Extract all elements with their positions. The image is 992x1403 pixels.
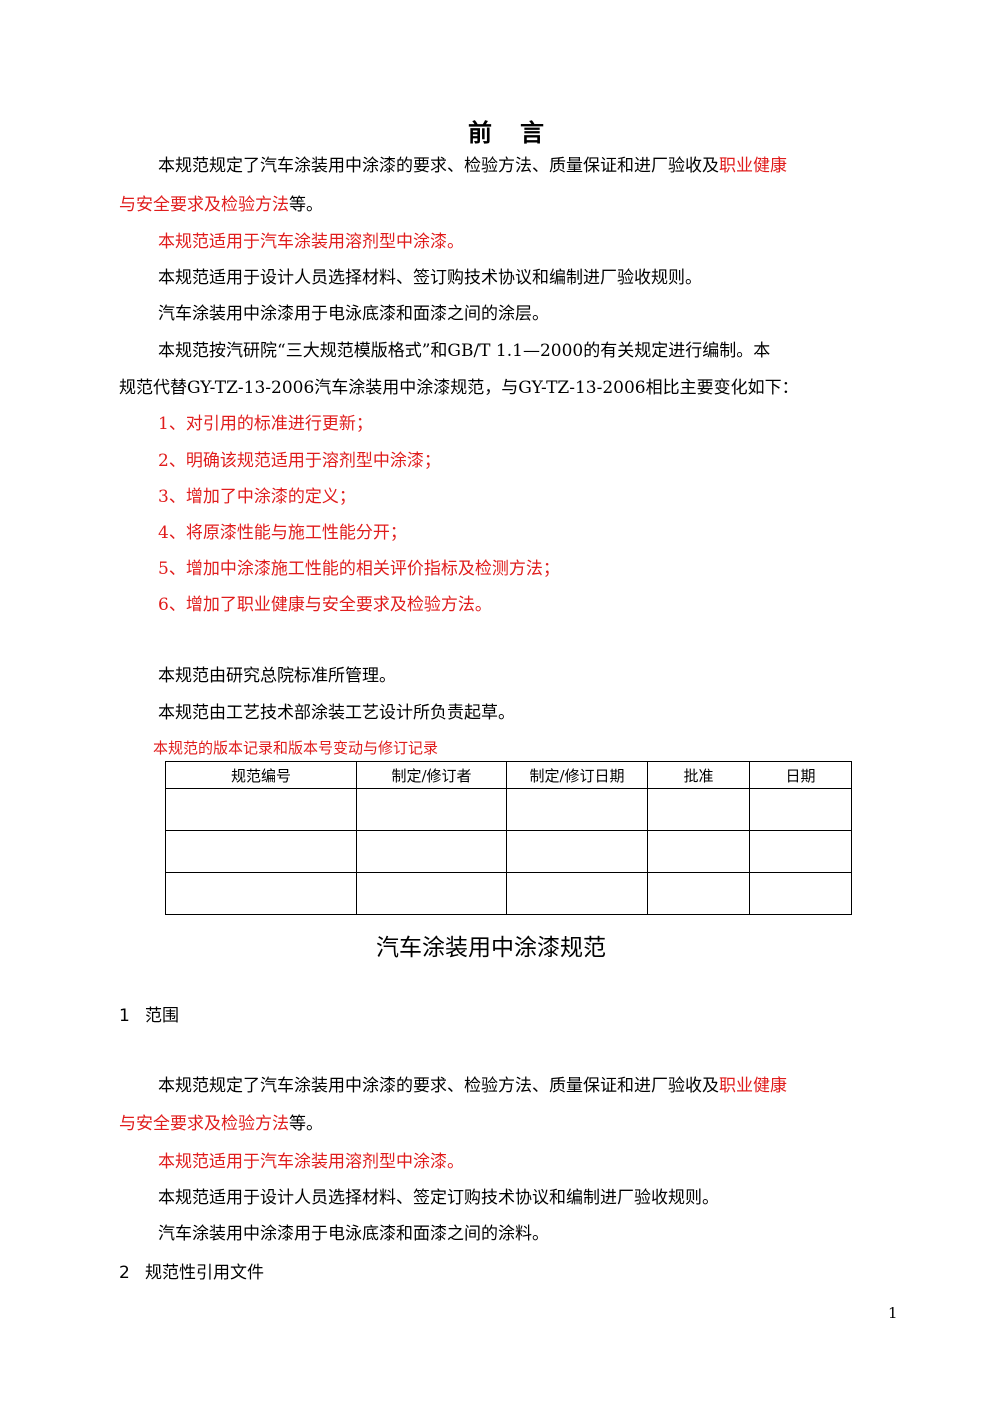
preface-para-1-red: 职业健康 [719,156,787,176]
header-date: 日期 [749,761,852,789]
preface-heading-char-1: 前 [468,119,494,147]
table-cell [506,872,648,915]
preface-para-1-line-2: 与安全要求及检验方法等。 [119,193,323,217]
preface-heading: 前言 [468,113,546,148]
change-item-5: 5、增加中涂漆施工性能的相关评价指标及检测方法； [158,559,560,579]
section-1-title: 范围 [145,1006,179,1026]
scope-para-1-line-1: 本规范规定了汽车涂装用中涂漆的要求、检验方法、质量保证和进厂验收及职业健康 [158,1074,787,1098]
preface-para-5-line-2: 规范代替GY-TZ-13-2006汽车涂装用中涂漆规范，与GY-TZ-13-20… [119,378,799,398]
header-revision-date: 制定/修订日期 [506,761,648,789]
change-item-3: 3、增加了中涂漆的定义； [158,487,356,507]
change-item-4: 4、将原漆性能与施工性能分开； [158,523,407,543]
section-2-number: 2 [119,1263,130,1283]
table-cell [647,788,750,831]
preface-para-1-line-1: 本规范规定了汽车涂装用中涂漆的要求、检验方法、质量保证和进厂验收及职业健康 [158,154,787,178]
table-cell [165,830,357,873]
table-cell [749,872,852,915]
revision-record-table: 规范编号 制定/修订者 制定/修订日期 批准 日期 [165,761,852,915]
scope-para-1-text: 本规范规定了汽车涂装用中涂漆的要求、检验方法、质量保证和进厂验收及 [158,1076,719,1096]
management-line-1: 本规范由研究总院标准所管理。 [158,666,396,686]
preface-para-2: 本规范适用于汽车涂装用溶剂型中涂漆。 [158,232,464,252]
record-table-caption: 本规范的版本记录和版本号变动与修订记录 [153,739,439,757]
preface-para-1-line-2-red: 与安全要求及检验方法 [119,195,289,215]
document-title: 汽车涂装用中涂漆规范 [376,935,606,961]
preface-para-1-line-2-text: 等。 [289,195,323,215]
management-line-2: 本规范由工艺技术部涂装工艺设计所负责起草。 [158,703,515,723]
scope-para-4: 汽车涂装用中涂漆用于电泳底漆和面漆之间的涂料。 [158,1224,549,1244]
preface-heading-char-2: 言 [520,119,546,147]
table-cell [647,830,750,873]
preface-para-4: 汽车涂装用中涂漆用于电泳底漆和面漆之间的涂层。 [158,304,549,324]
table-row [165,788,852,831]
preface-para-1-text: 本规范规定了汽车涂装用中涂漆的要求、检验方法、质量保证和进厂验收及 [158,156,719,176]
scope-para-1-line-2: 与安全要求及检验方法等。 [119,1112,323,1136]
change-item-6: 6、增加了职业健康与安全要求及检验方法。 [158,595,492,615]
header-author: 制定/修订者 [356,761,507,789]
preface-para-5-line-1: 本规范按汽研院“三大规范模版格式”和GB/T 1.1—2000的有关规定进行编制… [158,341,771,361]
table-cell [749,788,852,831]
scope-para-2: 本规范适用于汽车涂装用溶剂型中涂漆。 [158,1152,464,1172]
table-cell [506,830,648,873]
table-cell [647,872,750,915]
section-1-heading: 1 范围 [119,1001,179,1026]
scope-para-3: 本规范适用于设计人员选择材料、签定订购技术协议和编制进厂验收规则。 [158,1188,719,1208]
table-cell [749,830,852,873]
table-cell [165,872,357,915]
section-2-heading: 2 规范性引用文件 [119,1258,264,1283]
table-row [165,872,852,915]
header-spec-number: 规范编号 [165,761,357,789]
section-1-number: 1 [119,1006,130,1026]
page-number: 1 [888,1304,898,1322]
table-cell [356,788,507,831]
preface-para-3: 本规范适用于设计人员选择材料、签订购技术协议和编制进厂验收规则。 [158,268,702,288]
scope-para-1-line-2-text: 等。 [289,1114,323,1134]
scope-para-1-line-2-red: 与安全要求及检验方法 [119,1114,289,1134]
change-item-1: 1、对引用的标准进行更新； [158,414,373,434]
table-cell [506,788,648,831]
header-approval: 批准 [647,761,750,789]
table-cell [356,830,507,873]
table-cell [356,872,507,915]
change-item-2: 2、明确该规范适用于溶剂型中涂漆； [158,451,441,471]
section-2-title: 规范性引用文件 [145,1263,264,1283]
table-row [165,830,852,873]
scope-para-1-red: 职业健康 [719,1076,787,1096]
table-cell [165,788,357,831]
table-header-row: 规范编号 制定/修订者 制定/修订日期 批准 日期 [165,761,852,789]
